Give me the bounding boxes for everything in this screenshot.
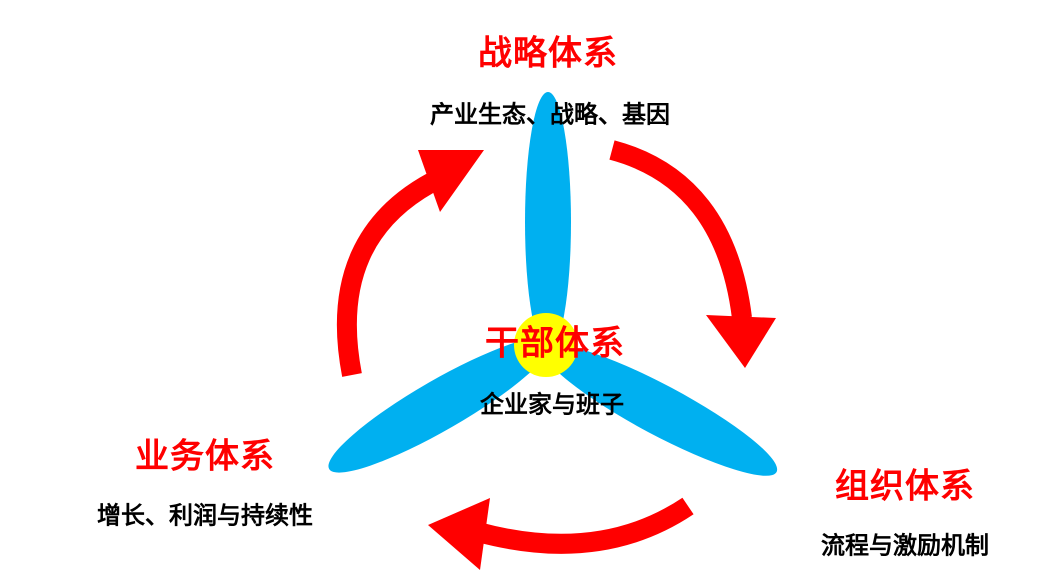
top-subtitle: 产业生态、战略、基因 xyxy=(430,100,670,129)
right-subtitle: 流程与激励机制 xyxy=(821,531,989,560)
center-subtitle: 企业家与班子 xyxy=(480,390,624,419)
left-title: 业务体系 xyxy=(135,436,275,477)
arrowhead-bottom xyxy=(428,498,490,570)
arrow-top-right xyxy=(609,140,752,320)
top-title: 战略体系 xyxy=(478,33,618,74)
arrowhead-right xyxy=(706,315,776,368)
blade-lower-left xyxy=(328,337,552,473)
blade-top xyxy=(525,92,571,352)
arrow-bottom xyxy=(475,497,694,554)
right-title: 组织体系 xyxy=(835,466,975,507)
arrow-left xyxy=(336,169,445,377)
arrowhead-left xyxy=(418,150,484,212)
blade-lower-right xyxy=(542,344,778,476)
left-subtitle: 增长、利润与持续性 xyxy=(97,501,313,530)
center-title: 干部体系 xyxy=(485,323,625,364)
hub-circle xyxy=(514,313,578,377)
